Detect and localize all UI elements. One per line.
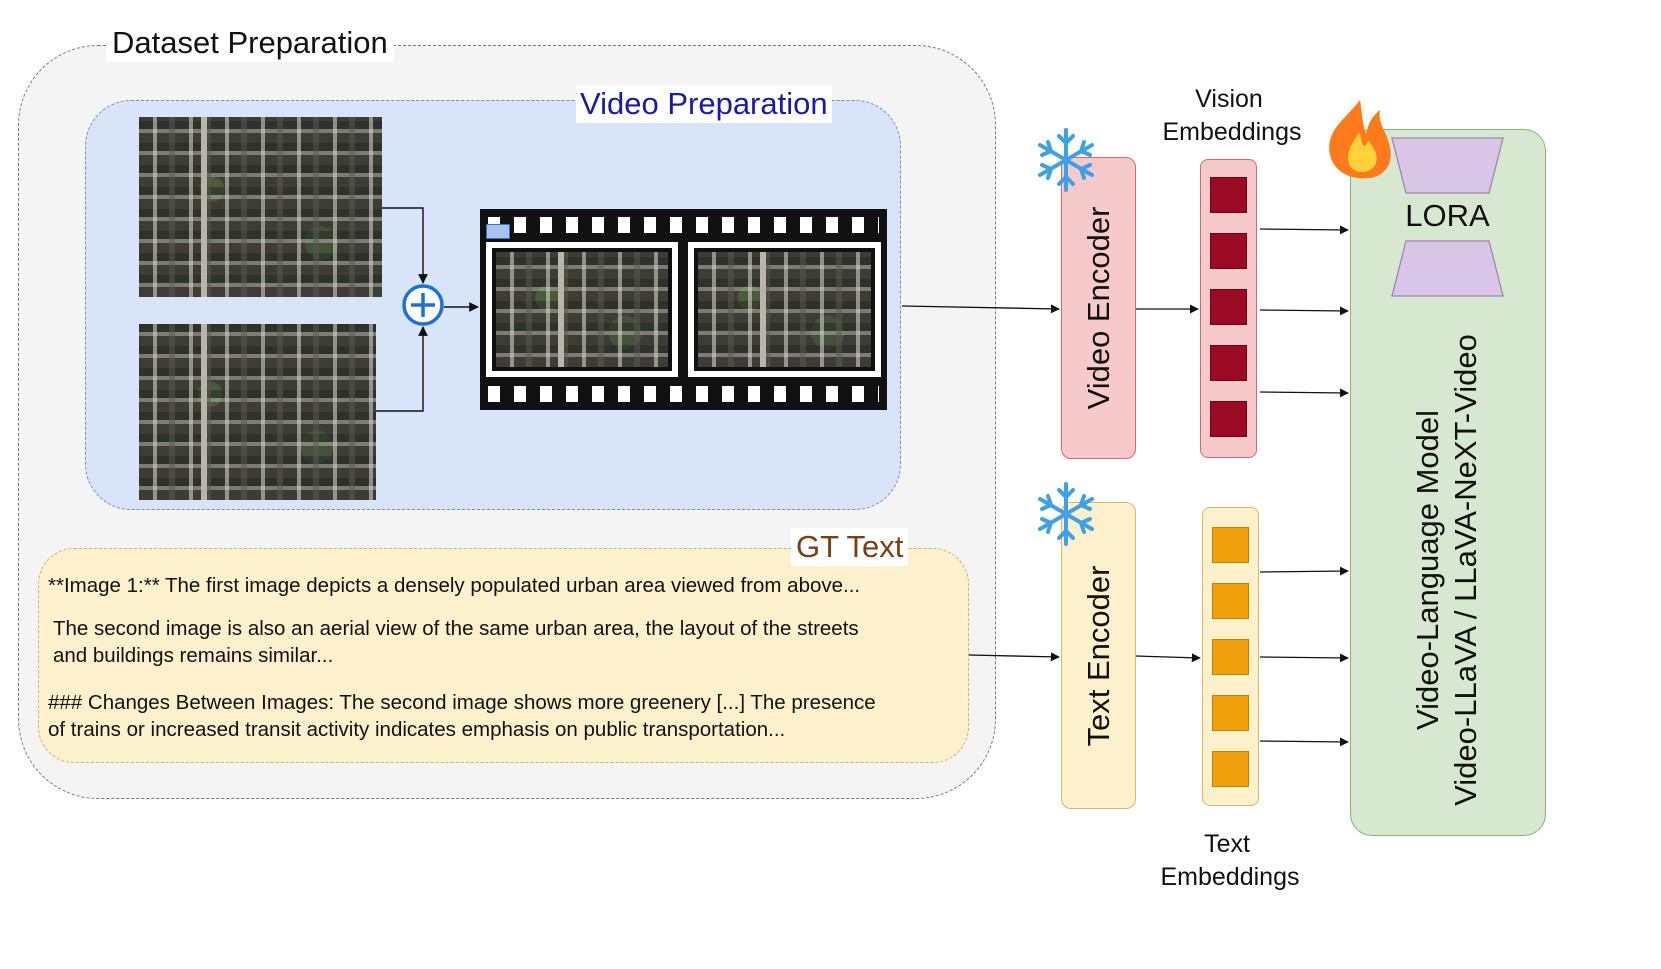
gt-text-title: GT Text bbox=[791, 528, 909, 566]
video-encoder-block: Video Encoder bbox=[1061, 157, 1136, 459]
film-perforations-top bbox=[488, 217, 879, 233]
vision-embedding-token bbox=[1210, 345, 1247, 381]
text-embedding-token bbox=[1212, 695, 1249, 731]
gt-text-line: and buildings remains similar... bbox=[53, 644, 334, 667]
text-embedding-token bbox=[1212, 751, 1249, 787]
film-frame-1 bbox=[486, 242, 678, 377]
video-preparation-title: Video Preparation bbox=[576, 85, 832, 123]
film-frame-2-image bbox=[698, 252, 871, 367]
film-perforations-bottom bbox=[488, 386, 879, 402]
lora-adapter bbox=[1391, 137, 1504, 297]
vision-embedding-token bbox=[1210, 401, 1247, 437]
vision-embedding-token bbox=[1210, 233, 1247, 269]
gt-text-line: of trains or increased transit activity … bbox=[48, 718, 786, 741]
flow-arrows bbox=[901, 225, 1349, 747]
text-encoder-block: Text Encoder bbox=[1061, 502, 1136, 809]
lora-label: LORA bbox=[1405, 198, 1490, 233]
dataset-preparation-title: Dataset Preparation bbox=[106, 24, 394, 62]
film-selection-marker bbox=[486, 224, 510, 239]
vision-embedding-token bbox=[1210, 177, 1247, 213]
text-embedding-token bbox=[1212, 527, 1249, 563]
fire-icon bbox=[1329, 100, 1391, 179]
text-embedding-token bbox=[1212, 639, 1249, 675]
aerial-image-2 bbox=[139, 324, 376, 500]
snowflake-icon bbox=[1038, 482, 1094, 546]
merge-connectors bbox=[376, 207, 479, 412]
gt-text-line: The second image is also an aerial view … bbox=[53, 617, 859, 640]
vision-embeddings-caption-line2: Embeddings bbox=[1162, 118, 1302, 146]
plus-merge-icon bbox=[402, 284, 444, 326]
snowflake-icon bbox=[1038, 128, 1094, 192]
gt-text-line: **Image 1:** The first image depicts a d… bbox=[48, 574, 861, 597]
vision-embeddings-caption-line1: Vision bbox=[1195, 85, 1263, 113]
gt-text-line: ### Changes Between Images: The second i… bbox=[48, 691, 876, 714]
gt-text-panel bbox=[38, 548, 969, 763]
text-embeddings-caption-line2: Embeddings bbox=[1160, 863, 1300, 891]
text-embeddings-caption-line1: Text bbox=[1204, 830, 1250, 858]
film-frame-1-image bbox=[496, 252, 668, 367]
video-film-strip bbox=[480, 209, 887, 410]
vision-embeddings-column bbox=[1200, 159, 1257, 458]
aerial-image-1 bbox=[139, 117, 382, 297]
film-frame-2 bbox=[688, 242, 881, 377]
text-embeddings-column bbox=[1202, 507, 1259, 806]
text-embedding-token bbox=[1212, 583, 1249, 619]
vision-embedding-token bbox=[1210, 289, 1247, 325]
